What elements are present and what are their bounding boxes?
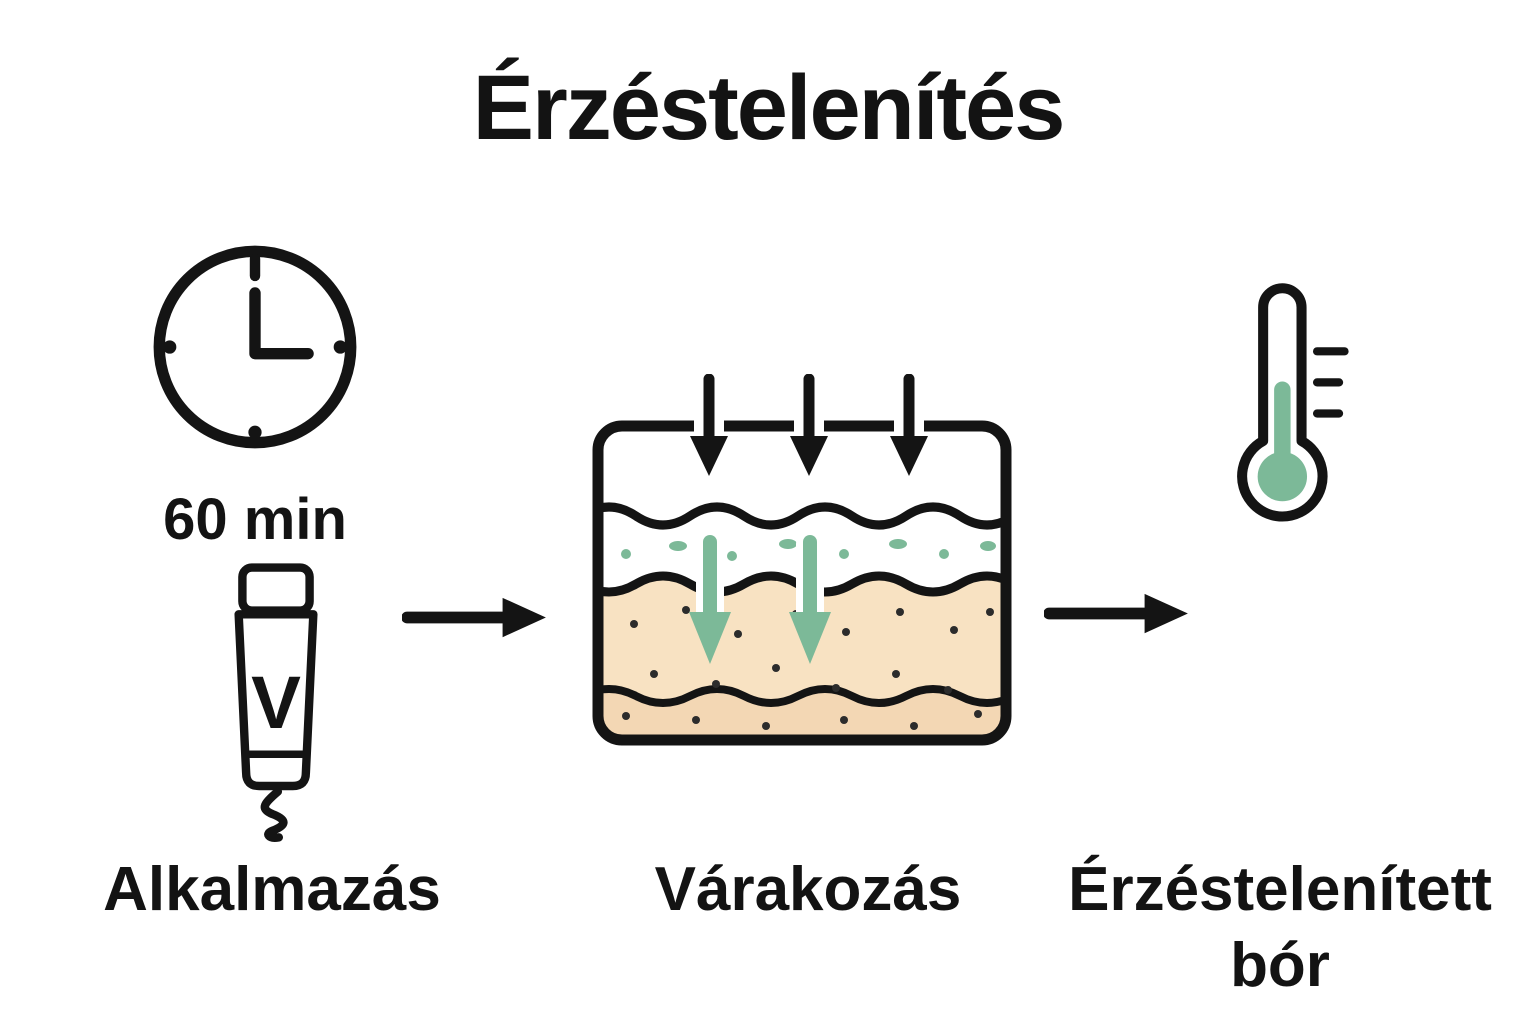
- thermometer-icon: [1222, 280, 1350, 536]
- page-title: Érzéstelenítés: [472, 57, 1066, 159]
- right-arrow-icon: [401, 586, 550, 650]
- clock-hands: [249, 287, 314, 360]
- tick-9: [163, 340, 177, 354]
- tube-letter: V: [251, 660, 301, 744]
- thermometer-ticks: [1312, 347, 1349, 418]
- step-label-waiting: Várakozás: [654, 855, 962, 924]
- step-label-numbed-skin-line2: bór: [1230, 930, 1330, 1000]
- tick-6: [248, 425, 262, 439]
- step-label-numbed-skin-line1: Érzéstelenített: [1068, 855, 1492, 924]
- step-label-numbed-skin: Érzéstelenített bór: [1028, 852, 1532, 1003]
- application-arrows: [690, 367, 928, 476]
- tick-3: [333, 340, 347, 354]
- right-arrow-icon: [1043, 582, 1192, 646]
- mercury-bulb: [1257, 451, 1308, 502]
- penetration-arrows: [689, 530, 831, 664]
- skin-layers-icon: [592, 367, 1012, 746]
- step-label-application: Alkalmazás: [103, 855, 441, 924]
- cream-tube-icon: V: [220, 562, 332, 842]
- anesthetic-particles: [621, 539, 996, 561]
- skin-wave-1: [598, 502, 1006, 530]
- clock-icon: [146, 238, 364, 456]
- duration-label: 60 min: [163, 487, 347, 552]
- cream-squiggle: [260, 787, 288, 842]
